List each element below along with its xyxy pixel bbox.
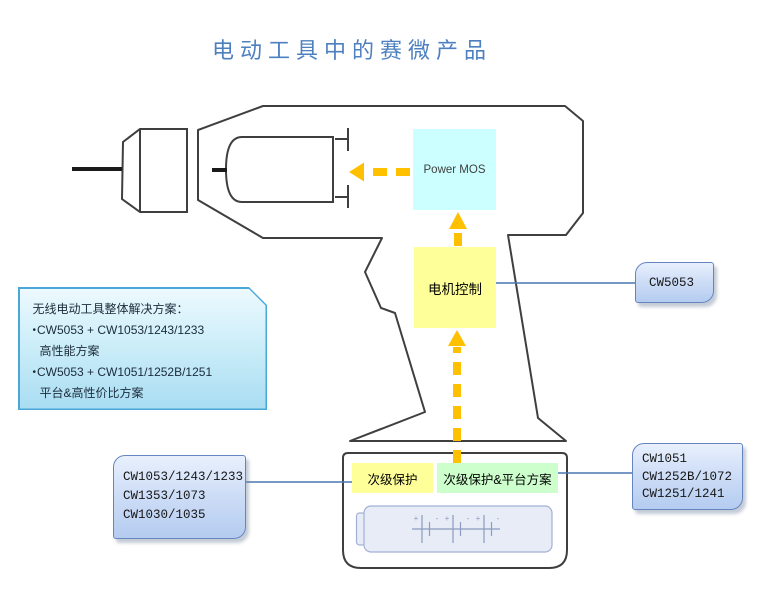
callout-line: CW5053 (649, 275, 695, 290)
page-title: 电动工具中的赛微产品 (212, 39, 493, 64)
cell-neg-label: - (467, 514, 470, 523)
cell-pos-label: + (445, 514, 450, 523)
arrow-battery-to-motorcontrol (448, 330, 466, 463)
solution-note-box: 无线电动工具整体解决方案： •CW5053 + CW1053/1243/1233… (18, 287, 267, 410)
solution-note-content: 无线电动工具整体解决方案： •CW5053 + CW1053/1243/1233… (19, 288, 266, 409)
bullet-icon: • (32, 366, 37, 378)
solution-item: •CW5053 + CW1051/1252B/1251 (33, 362, 266, 383)
arrow-powermos-to-motor (349, 162, 410, 182)
solution-item-sub: 平台&高性价比方案 (39, 385, 144, 400)
callout-line: CW1051 (642, 452, 688, 466)
connector-lines (246, 282, 635, 483)
cell-neg-label: - (497, 514, 500, 523)
drill-chuck (120, 128, 188, 213)
callout-cw5053: CW5053 (635, 262, 714, 303)
callout-protection-chips: CW1053/1243/1233 CW1353/1073 CW1030/1035 (113, 455, 246, 539)
solution-item-text: CW5053 + CW1053/1243/1233 (37, 322, 205, 337)
callout-line: CW1251/1241 (642, 487, 725, 501)
cell-pos-label: + (414, 514, 419, 523)
motor (212, 128, 349, 208)
solution-item-sub: 高性能方案 (39, 343, 100, 358)
callout-platform-chips: CW1051 CW1252B/1072 CW1251/1241 (632, 443, 743, 510)
solution-item-text: CW5053 + CW1051/1252B/1251 (37, 364, 213, 379)
callout-line: CW1030/1035 (123, 508, 206, 522)
secondary-protection-box: 次级保护 (352, 463, 433, 493)
cell-pos-label: + (476, 514, 481, 523)
solution-title: 无线电动工具整体解决方案： (32, 301, 189, 316)
solution-item: •CW5053 + CW1053/1243/1233 (33, 320, 266, 341)
signal-arrows (349, 162, 467, 463)
arrow-motorcontrol-to-powermos (449, 212, 467, 246)
callout-line: CW1053/1243/1233 (123, 470, 244, 484)
cell-neg-label: - (436, 514, 439, 523)
battery-cells: + - + - + - (412, 514, 500, 543)
secondary-platform-box: 次级保护&平台方案 (437, 463, 558, 493)
callout-line: CW1353/1073 (123, 489, 206, 503)
battery-pack: + - + - + - (355, 505, 553, 553)
power-mos-box: Power MOS (413, 129, 496, 210)
motor-control-box: 电机控制 (414, 247, 496, 328)
callout-line: CW1252B/1072 (642, 469, 733, 484)
bullet-icon: • (32, 324, 37, 336)
